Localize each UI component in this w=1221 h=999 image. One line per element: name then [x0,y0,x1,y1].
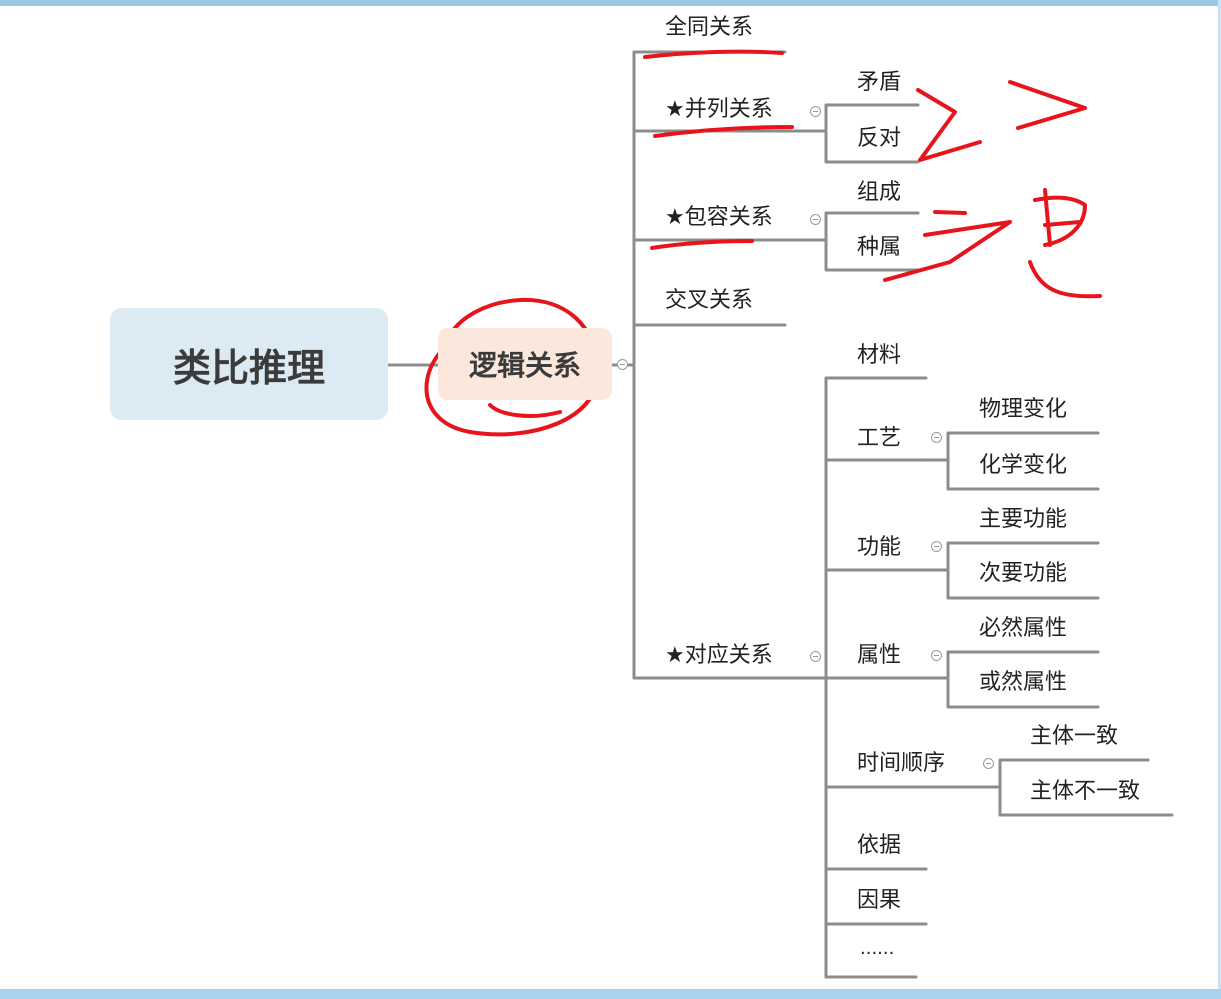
window-top-border [0,0,1221,6]
root-node[interactable]: 类比推理 [110,308,388,420]
collapse-toggle-icon[interactable] [931,432,942,443]
node-material[interactable]: 材料 [857,343,902,368]
node-physical-change[interactable]: 物理变化 [979,397,1068,422]
node-contradiction[interactable]: 矛盾 [857,70,902,95]
node-secondary-function[interactable]: 次要功能 [979,561,1068,586]
node-basis[interactable]: 依据 [857,833,902,858]
node-cause-effect[interactable]: 因果 [857,888,902,913]
collapse-toggle-icon[interactable] [931,541,942,552]
branch-parallel[interactable]: ★并列关系 [665,97,773,122]
collapse-toggle-icon[interactable] [617,359,628,370]
branch-correspondence[interactable]: ★对应关系 [665,643,773,668]
collapse-toggle-icon[interactable] [810,106,821,117]
node-composition[interactable]: 组成 [857,180,902,205]
window-bottom-border [0,989,1221,999]
collapse-toggle-icon[interactable] [931,650,942,661]
branch-inclusion[interactable]: ★包容关系 [665,205,773,230]
collapse-toggle-icon[interactable] [810,214,821,225]
collapse-toggle-icon[interactable] [810,651,821,662]
collapse-toggle-icon[interactable] [983,758,994,769]
node-different-subject[interactable]: 主体不一致 [1030,779,1141,804]
node-opposition[interactable]: 反对 [857,126,902,151]
node-same-subject[interactable]: 主体一致 [1030,724,1119,749]
center-node[interactable]: 逻辑关系 [438,328,612,400]
node-craft[interactable]: 工艺 [857,426,902,451]
node-ellipsis[interactable]: ...... [860,938,895,959]
node-chemical-change[interactable]: 化学变化 [979,453,1068,478]
node-necessary-attribute[interactable]: 必然属性 [979,616,1068,641]
node-function[interactable]: 功能 [857,535,902,560]
node-attribute[interactable]: 属性 [857,643,902,668]
branch-intersection[interactable]: 交叉关系 [665,288,754,313]
node-primary-function[interactable]: 主要功能 [979,507,1068,532]
node-species-genus[interactable]: 种属 [857,235,902,260]
node-time-order[interactable]: 时间顺序 [857,751,946,776]
window-right-border [1218,0,1221,999]
branch-identical[interactable]: 全同关系 [665,15,754,40]
node-possible-attribute[interactable]: 或然属性 [979,670,1068,695]
